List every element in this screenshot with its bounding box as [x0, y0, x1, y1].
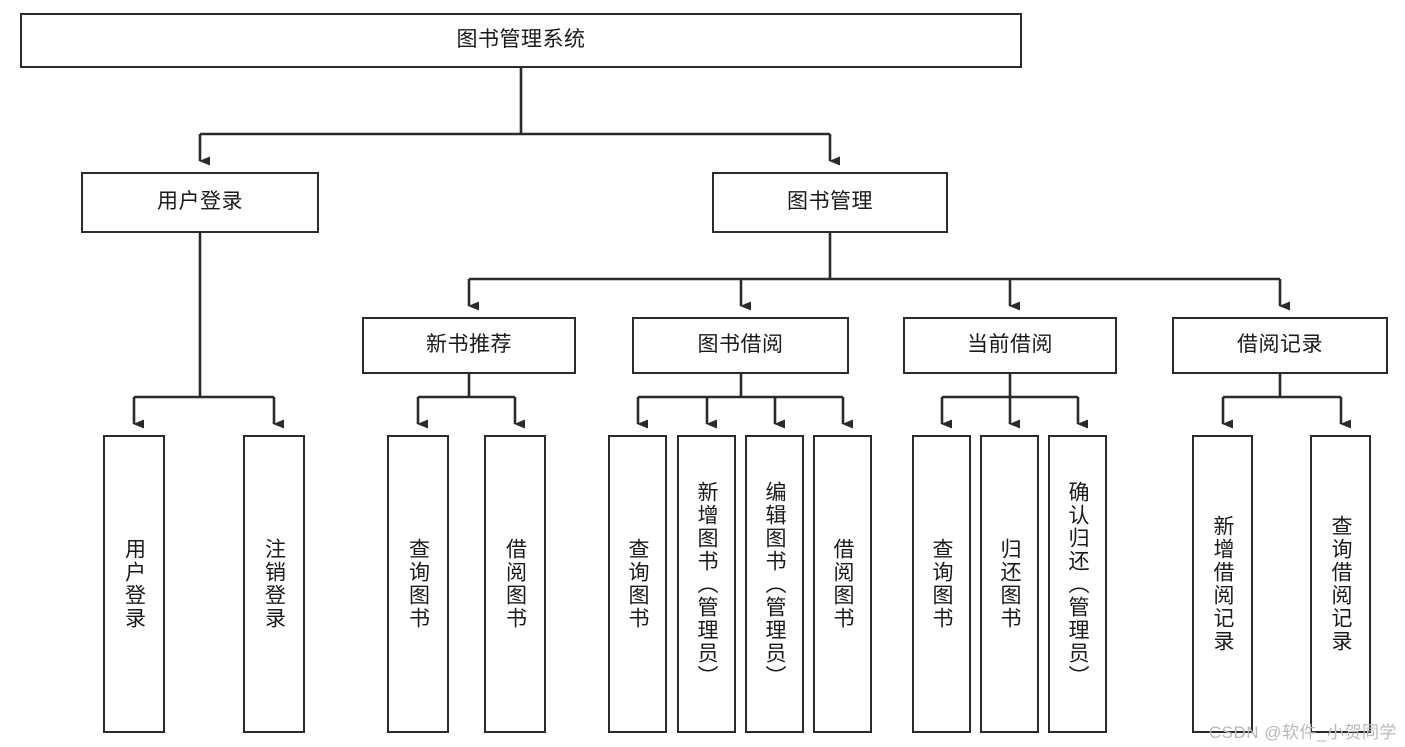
node-leaf-return-book[interactable]: 归还图书 [980, 435, 1039, 733]
watermark-text: CSDN @软件_小贺同学 [1208, 723, 1397, 742]
node-label: 新书推荐 [426, 333, 512, 357]
node-book-borrow[interactable]: 图书借阅 [632, 317, 849, 374]
node-label: 编辑图书（管理员） [763, 480, 786, 688]
node-label: 查询图书 [930, 538, 953, 630]
node-label: 注销登录 [262, 538, 286, 630]
node-label: 确认归还（管理员） [1066, 480, 1089, 688]
node-root[interactable]: 图书管理系统 [20, 13, 1022, 68]
node-leaf-borrow-book-2[interactable]: 借阅图书 [813, 435, 872, 733]
node-borrow-record[interactable]: 借阅记录 [1172, 317, 1388, 374]
node-label: 借阅图书 [503, 538, 527, 630]
node-leaf-query-book-2[interactable]: 查询图书 [608, 435, 667, 733]
node-label: 当前借阅 [967, 333, 1053, 357]
node-label: 新增图书（管理员） [695, 480, 718, 688]
node-leaf-logout[interactable]: 注销登录 [243, 435, 305, 733]
node-label: 查询图书 [626, 538, 649, 630]
node-label: 借阅图书 [831, 538, 854, 630]
node-label: 归还图书 [998, 538, 1021, 630]
node-label: 图书管理 [787, 190, 873, 214]
node-book-manage[interactable]: 图书管理 [712, 172, 948, 233]
node-leaf-add-record[interactable]: 新增借阅记录 [1192, 435, 1253, 733]
node-leaf-confirm-return[interactable]: 确认归还（管理员） [1048, 435, 1107, 733]
node-leaf-query-book-3[interactable]: 查询图书 [912, 435, 971, 733]
node-label: 查询借阅记录 [1329, 515, 1352, 653]
node-leaf-edit-book[interactable]: 编辑图书（管理员） [745, 435, 804, 733]
node-label: 查询图书 [406, 538, 430, 630]
node-leaf-borrow-book-1[interactable]: 借阅图书 [484, 435, 546, 733]
node-label: 图书借阅 [697, 333, 784, 357]
node-label: 借阅记录 [1237, 333, 1323, 357]
node-leaf-add-book[interactable]: 新增图书（管理员） [677, 435, 736, 733]
node-label: 图书管理系统 [456, 28, 586, 52]
node-leaf-query-book-1[interactable]: 查询图书 [387, 435, 449, 733]
node-label: 用户登录 [122, 538, 146, 630]
node-label: 新增借阅记录 [1211, 515, 1234, 653]
node-new-book-rec[interactable]: 新书推荐 [362, 317, 576, 374]
node-leaf-user-login[interactable]: 用户登录 [103, 435, 165, 733]
node-user-login[interactable]: 用户登录 [81, 172, 319, 233]
node-leaf-query-record[interactable]: 查询借阅记录 [1310, 435, 1371, 733]
node-current-borrow[interactable]: 当前借阅 [903, 317, 1117, 374]
node-label: 用户登录 [157, 190, 243, 214]
